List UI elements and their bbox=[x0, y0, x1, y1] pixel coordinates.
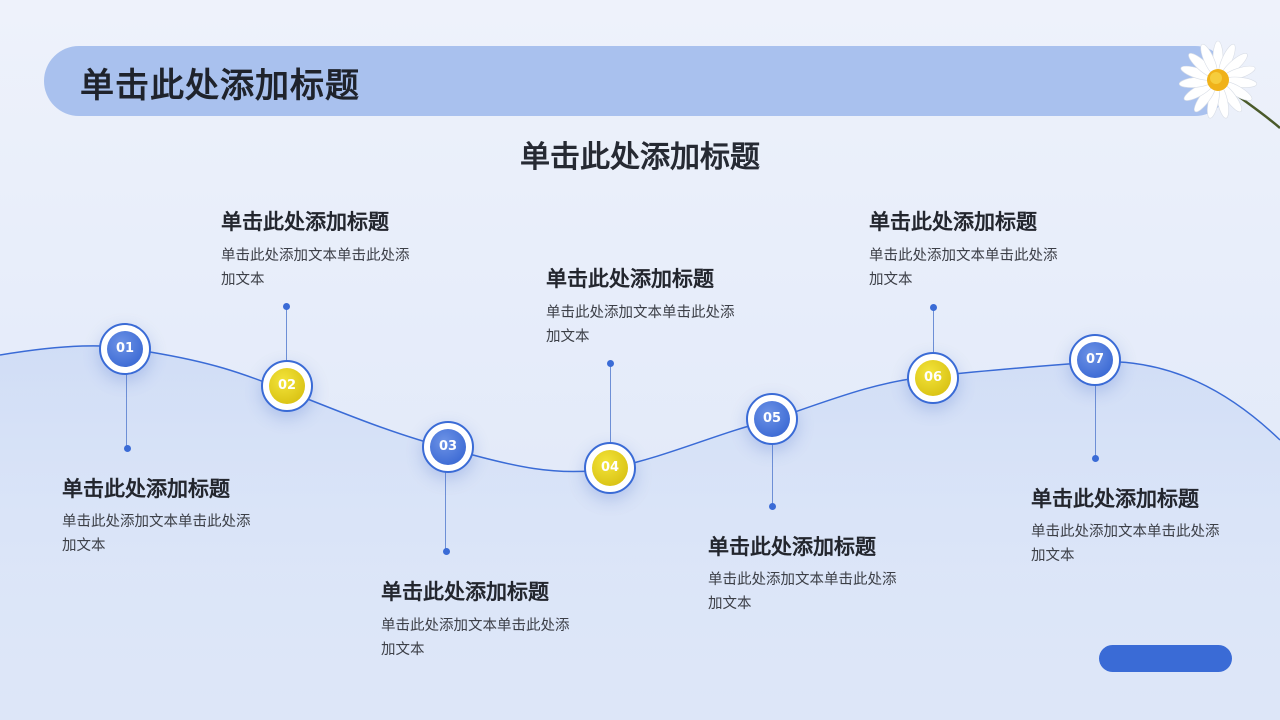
connector-dot bbox=[124, 445, 131, 452]
timeline-node-05[interactable]: 05 bbox=[746, 393, 798, 445]
step-title-07: 单击此处添加标题 bbox=[1031, 483, 1199, 513]
timeline-node-02[interactable]: 02 bbox=[261, 360, 313, 412]
step-title-01: 单击此处添加标题 bbox=[62, 473, 230, 503]
connector-dot bbox=[607, 360, 614, 367]
connector-line bbox=[933, 307, 934, 353]
connector-line bbox=[445, 472, 446, 550]
node-number: 01 bbox=[107, 331, 143, 367]
step-title-03: 单击此处添加标题 bbox=[381, 576, 549, 606]
timeline-node-04[interactable]: 04 bbox=[584, 442, 636, 494]
node-number: 04 bbox=[592, 450, 628, 486]
connector-line bbox=[772, 444, 773, 506]
timeline-node-07[interactable]: 07 bbox=[1069, 334, 1121, 386]
step-body-04: 单击此处添加文本单击此处添加文本 bbox=[546, 301, 736, 349]
node-number: 02 bbox=[269, 368, 305, 404]
connector-line bbox=[1095, 386, 1096, 458]
step-title-02: 单击此处添加标题 bbox=[221, 206, 389, 236]
node-number: 07 bbox=[1077, 342, 1113, 378]
connector-line bbox=[286, 306, 287, 362]
node-number: 05 bbox=[754, 401, 790, 437]
step-title-04: 单击此处添加标题 bbox=[546, 263, 714, 293]
decorative-pill bbox=[1099, 645, 1232, 672]
timeline-node-01[interactable]: 01 bbox=[99, 323, 151, 375]
step-body-06: 单击此处添加文本单击此处添加文本 bbox=[869, 244, 1059, 292]
step-title-06: 单击此处添加标题 bbox=[869, 206, 1037, 236]
step-body-03: 单击此处添加文本单击此处添加文本 bbox=[381, 614, 571, 662]
step-body-07: 单击此处添加文本单击此处添加文本 bbox=[1031, 520, 1221, 568]
connector-dot bbox=[443, 548, 450, 555]
step-body-01: 单击此处添加文本单击此处添加文本 bbox=[62, 510, 252, 558]
timeline-node-03[interactable]: 03 bbox=[422, 421, 474, 473]
connector-dot bbox=[283, 303, 290, 310]
step-title-05: 单击此处添加标题 bbox=[708, 531, 876, 561]
step-body-05: 单击此处添加文本单击此处添加文本 bbox=[708, 568, 898, 616]
connector-line bbox=[610, 363, 611, 443]
node-number: 06 bbox=[915, 360, 951, 396]
connector-dot bbox=[930, 304, 937, 311]
connector-line bbox=[126, 375, 127, 447]
node-number: 03 bbox=[430, 429, 466, 465]
connector-dot bbox=[1092, 455, 1099, 462]
connector-dot bbox=[769, 503, 776, 510]
timeline-node-06[interactable]: 06 bbox=[907, 352, 959, 404]
step-body-02: 单击此处添加文本单击此处添加文本 bbox=[221, 244, 411, 292]
